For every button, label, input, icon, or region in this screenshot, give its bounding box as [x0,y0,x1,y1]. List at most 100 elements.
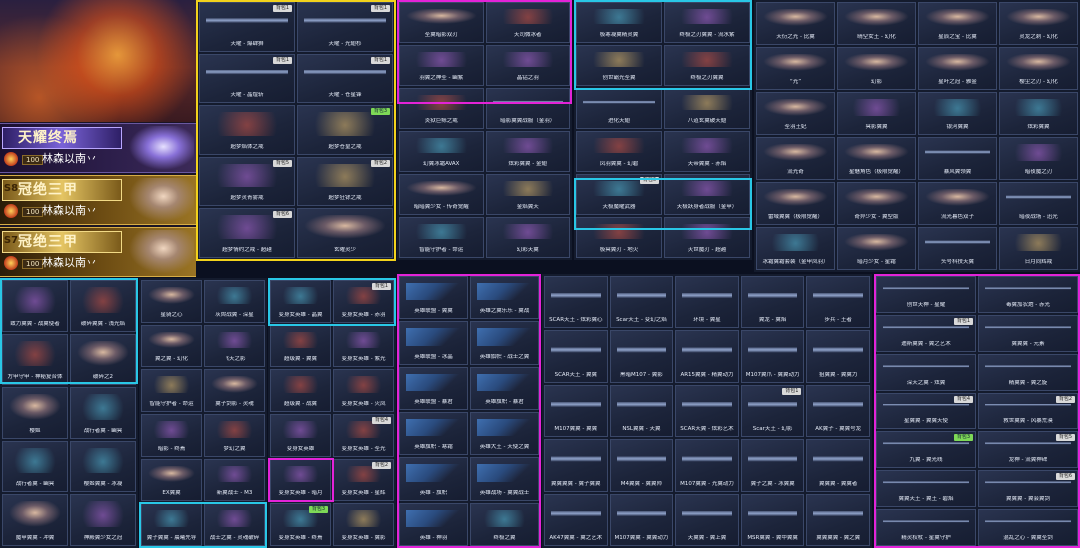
item-card[interactable]: 英雄联盟 - 翼翼 [399,276,468,320]
rank-card-2[interactable]: S8 冠绝三甲 100 林森以南丷 [0,175,196,225]
item-card[interactable]: 八道玄翼破天翅 [664,88,750,129]
item-card[interactable]: 暗月少女 - 星霜 [837,227,916,270]
item-card[interactable]: 圣羽王妃 [756,92,835,135]
item-card[interactable]: 智能守护者 - 命运 [141,369,202,412]
item-card[interactable]: 极冥翼刃 - 地火 [576,217,662,258]
item-card[interactable]: 方甲守甲 - 神秘复合体 [2,333,68,386]
item-card[interactable]: 流光奇 [756,137,835,180]
item-card[interactable]: SCAR天翼 - 炫彩艺术 [675,384,739,438]
item-card[interactable]: 破碎翼翼 - 浅光焰 [70,280,136,332]
item-card[interactable]: 天帝翼翼 - 赤焰 [664,131,750,172]
item-card[interactable]: 幻彩天翼 [485,217,570,258]
item-card[interactable]: AK47翼翼 - 翼之艺术 [544,493,608,546]
item-card[interactable]: 变身女英雄 - 晶翼 [270,280,331,323]
item-card[interactable]: 冥影翼翼 [837,92,916,135]
item-card[interactable]: 翼翼天王 - 翼王 - 碧焰 [876,470,976,508]
item-card[interactable]: 战士之翼 - 灵魂破碎 [204,503,265,546]
item-card[interactable]: 英雄联盟 - 冰晶 [399,321,468,365]
item-card[interactable]: 英雄大王 - 天使之翼 [470,411,539,456]
item-card[interactable]: 终极之刃翼翼 - 流水紫 [664,2,750,43]
item-card[interactable]: 炫彩翼翼 [999,92,1078,135]
item-card[interactable]: 天衍之光 - 比翼 [756,2,835,45]
item-card[interactable]: 天司微冰者 [485,2,570,43]
item-card[interactable]: 超级翼 - 战翼 [270,369,331,412]
item-card[interactable]: 变身女英雄 [270,414,331,457]
item-card[interactable]: 翼翼翼 - 翼翼者 [806,439,870,492]
item-card[interactable]: 翼子剑影 - 灵魂 [204,369,265,412]
item-card[interactable]: 神殿翼少女之冠 [70,494,136,546]
item-card[interactable]: 翼子翼翼 - 晨曦先导 [141,503,202,546]
item-card[interactable]: 雷域翼翼（极限觉醒） [756,182,835,225]
item-card[interactable]: “光” [756,47,835,90]
item-card[interactable]: 奇异少女 - 翼型版 [837,182,916,225]
item-card[interactable]: 星叶之冠 - 雅金 [918,47,997,90]
item-card[interactable]: 终极之刃翼翼 [664,45,750,86]
item-card[interactable]: AR15翼翼 - 精翼动力 [675,330,739,383]
rank-card-1[interactable]: 天耀终焉 100 林森以南丷 [0,123,196,173]
item-card[interactable]: 英雄之翼乐乐 - 翼战 [470,276,539,320]
item-card[interactable]: 暗夜魔之刃 [999,137,1078,180]
item-card[interactable]: 暗影 - 终焉 [141,414,202,457]
item-card[interactable]: 炫彩翼翼 - 金翅 [485,131,570,172]
item-card[interactable]: 创世霸光圣翼 [576,45,662,86]
item-card[interactable]: 进化天翅 [576,88,662,129]
item-card[interactable]: M107翼翼 - 光翼动力 [675,439,739,492]
item-card[interactable]: 英雄旗帜 - 寒霜 [399,411,468,456]
item-card[interactable]: 超级翼 - 翼翼 [270,324,331,368]
item-card[interactable]: 环境 - 翼星 [675,276,739,329]
item-card[interactable]: SCAR天王 - 炫彩翼心 [544,276,608,329]
item-card[interactable]: 深天之翼 - 炫翼 [876,353,976,391]
item-card[interactable]: 魔甲翼翼 - 冲翼 [2,494,68,546]
rank-card-3[interactable]: S7 冠绝三甲 100 林森以南丷 [0,227,196,277]
item-card[interactable]: 变身女英雄 - 火凤 [333,369,394,412]
item-card[interactable]: 创世天神 - 星耀 [876,276,976,313]
item-card[interactable]: 翼之翼 - 幻化 [141,324,202,368]
item-card[interactable]: EX翼翼 [141,458,202,502]
item-card[interactable]: 翼龙 - 翼焰 [740,276,805,329]
item-card[interactable]: 灵龙之刺 - 幻化 [999,2,1078,45]
item-card[interactable]: 银河翼翼 [918,92,997,135]
item-card[interactable]: NSL翼翼 - 天翼 [609,384,674,438]
item-card[interactable]: MSR翼翼 - 翼中翼翼 [740,493,805,546]
item-card[interactable]: 星魅角色（极限觉醒） [837,137,916,180]
item-card[interactable]: 灭世魔刃 - 超越 [664,217,750,258]
item-card[interactable]: 毒翼加农炮 - 赤光 [978,276,1078,313]
item-card[interactable]: Scar天王 - 变幻之焰 [609,276,674,329]
item-card[interactable]: 变身女英雄 - 暗月 [270,458,331,502]
item-card[interactable]: 翼翼翼翼 - 翼子翼翼 [544,439,608,492]
item-card[interactable]: 灰烬战翼 - 深星 [204,280,265,323]
item-card[interactable]: 星辰之宝 - 比翼 [918,2,997,45]
item-card[interactable]: 英雄旗帜 - 暴君 [470,366,539,410]
item-card[interactable]: 新翼战士 - M3 [204,458,265,502]
item-card[interactable]: 黑暗M107 - 翼影 [609,330,674,383]
item-card[interactable]: 金焰翼天 [485,174,570,215]
item-card[interactable]: AK翼子 - 翼翼号龙 [806,384,870,438]
item-card[interactable]: 暗暗翼少女 - 传奇觉醒 [399,174,484,215]
item-card[interactable]: 樱尘之刃 - 幻化 [999,47,1078,90]
item-card[interactable]: 混乱之心 - 翼翼圣剑 [978,509,1078,546]
item-card[interactable]: 暗影翼翼战服（金羽） [485,88,570,129]
item-card[interactable]: 冰霜翼霜套装（金甲凤羽） [756,227,835,270]
item-card[interactable]: 翼子之翼 - 冰翼翼 [740,439,805,492]
item-card[interactable]: M107翼翼 - 翼翼 [544,384,608,438]
item-card[interactable]: 暴风翼领翼 [918,137,997,180]
item-card[interactable]: 日月同辉戒 [999,227,1078,270]
item-card[interactable]: 飞天之影 [204,324,265,368]
item-card[interactable]: 英雄 - 旗帜 [399,457,468,501]
item-card[interactable]: 英雄联盟 - 暴君 [399,366,468,410]
item-card[interactable]: 羽翼之神圣 - 幽紫 [399,45,484,86]
item-card[interactable]: 凤羽翼翼 - 幻碧 [576,131,662,172]
item-card[interactable]: M107翼翼 - 翼翼动力 [609,493,674,546]
item-card[interactable]: 翼翼翼翼 - 翼之翼 [806,493,870,546]
